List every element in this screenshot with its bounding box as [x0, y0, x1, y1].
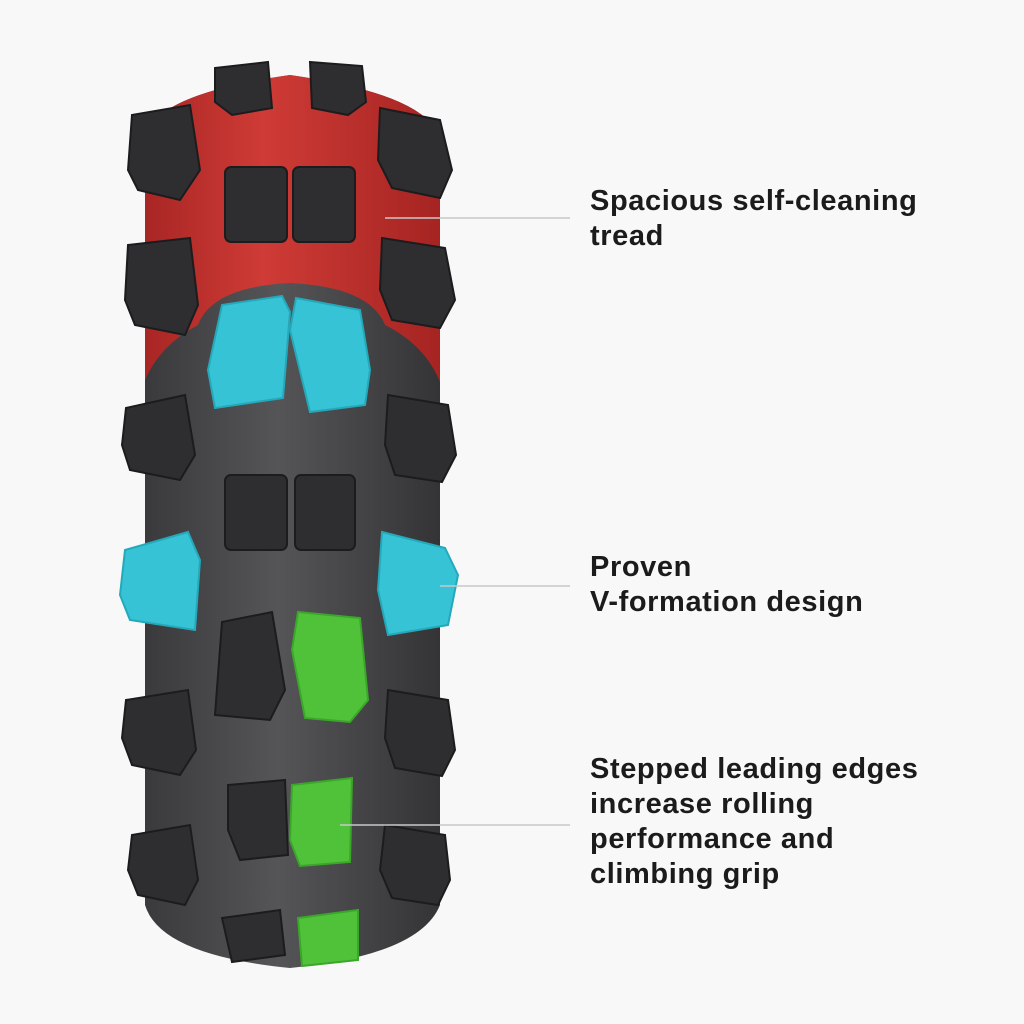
callout-self-cleaning: Spacious self-cleaning tread	[590, 184, 917, 254]
knob	[126, 103, 202, 202]
green-knob	[296, 908, 359, 968]
callout-line: Spacious self-cleaning	[590, 185, 918, 217]
callout-line: increase rolling	[590, 788, 814, 820]
callout-v-formation: Proven V-formation design	[590, 550, 863, 620]
knob	[378, 236, 457, 330]
callout-line: climbing grip	[590, 858, 780, 890]
knob	[378, 823, 452, 907]
blue-knob	[288, 296, 372, 414]
knob	[214, 60, 274, 117]
blue-knob	[376, 530, 460, 637]
knob	[213, 610, 287, 722]
callout-line: tread	[590, 220, 664, 252]
knob	[123, 236, 200, 337]
knob	[383, 688, 457, 778]
knob	[227, 778, 290, 862]
callout-line: Stepped leading edges	[590, 753, 919, 785]
callout-line: Proven	[590, 551, 692, 583]
blue-knob	[118, 530, 202, 632]
knob	[224, 474, 288, 551]
knob	[292, 166, 356, 243]
knob	[376, 106, 454, 200]
green-knob	[288, 776, 354, 868]
blue-knob	[206, 294, 292, 410]
knob	[383, 393, 458, 484]
knob	[294, 474, 356, 551]
callout-stepped-edges: Stepped leading edges increase rolling p…	[590, 752, 918, 892]
knob	[220, 908, 287, 964]
callout-line: V-formation design	[590, 586, 864, 618]
knob	[120, 393, 197, 482]
callout-line: performance and	[590, 823, 835, 855]
knob	[126, 823, 200, 907]
knob	[308, 60, 368, 117]
knob	[120, 688, 198, 777]
green-knob	[290, 610, 370, 724]
knob	[224, 166, 288, 243]
